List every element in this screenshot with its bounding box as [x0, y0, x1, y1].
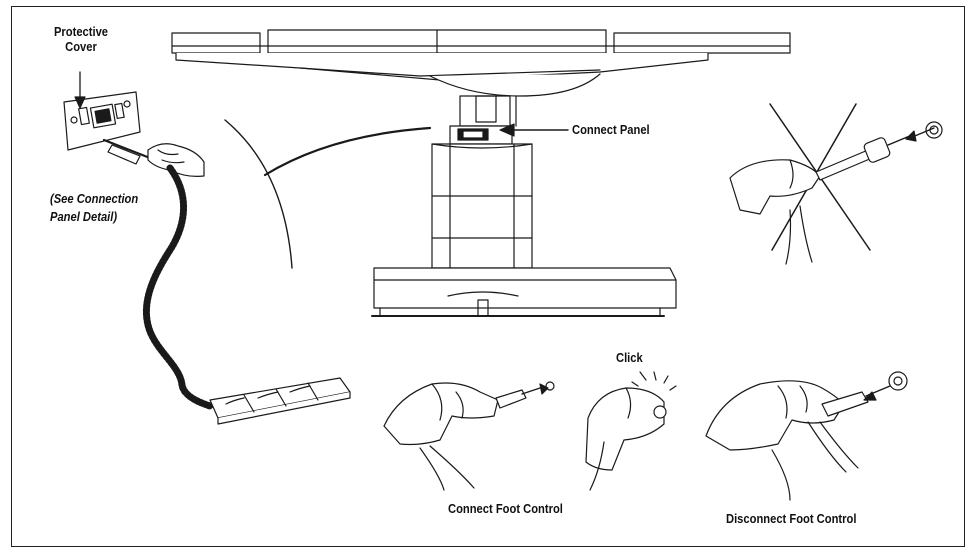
- connection-panel-detail: [63, 71, 205, 177]
- click-label: Click: [616, 350, 643, 365]
- protective-cover-label: Protective Cover: [53, 24, 109, 54]
- connect-panel-label: Connect Panel: [572, 122, 650, 137]
- coiled-cable: [142, 164, 214, 410]
- connect-foot-control-illustration: [383, 371, 677, 491]
- see-connection-panel-detail-label: (See Connection Panel Detail): [50, 191, 139, 224]
- foot-control: [209, 377, 351, 425]
- disconnect-foot-control-illustration: [705, 371, 908, 501]
- incorrect-removal-illustration: [729, 103, 943, 265]
- connect-foot-control-label: Connect Foot Control: [448, 501, 563, 516]
- disconnect-foot-control-label: Disconnect Foot Control: [726, 511, 857, 526]
- operating-table: [171, 29, 791, 317]
